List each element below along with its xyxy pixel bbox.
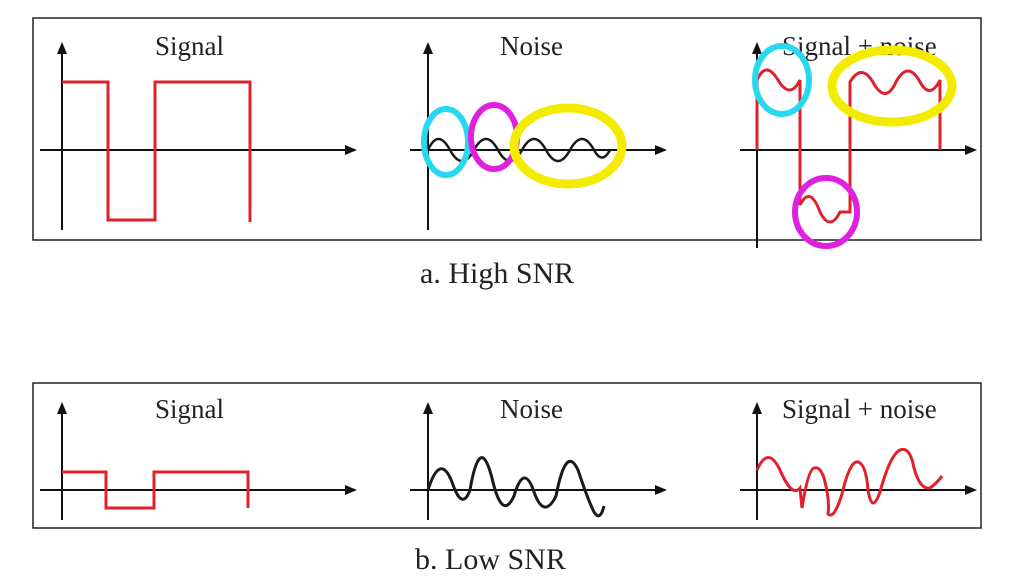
high-noise-cyan-circle	[421, 106, 471, 178]
high-combined-plot: Signal + noise	[740, 31, 977, 249]
high-combined-wave	[755, 68, 942, 224]
low-combined-plot: Signal + noise	[740, 394, 977, 520]
high-signal-wave	[62, 80, 252, 222]
low-snr-panel: Signal Noise Signal + noise	[32, 382, 982, 529]
high-combined-magenta-circle	[792, 175, 860, 249]
high-noise-wave	[426, 137, 612, 163]
low-noise-wave	[426, 456, 606, 518]
high-noise-yellow-circle	[509, 103, 627, 189]
high-combined-yellow-circle	[827, 45, 957, 127]
high-noise-plot: Noise	[410, 31, 667, 230]
low-snr-frame	[32, 382, 982, 529]
low-snr-caption: b. Low SNR	[415, 543, 566, 576]
high-snr-frame	[32, 17, 982, 241]
high-signal-plot: Signal	[40, 31, 357, 230]
low-signal-wave	[62, 470, 250, 510]
low-combined-title: Signal + noise	[782, 394, 937, 424]
low-combined-wave	[755, 447, 944, 517]
low-signal-plot: Signal	[40, 394, 357, 520]
low-noise-title: Noise	[500, 394, 563, 424]
high-noise-magenta-circle	[468, 102, 520, 172]
high-signal-title: Signal	[155, 31, 224, 61]
high-snr-panel: Signal Noise Signal + noise	[32, 17, 982, 249]
low-signal-title: Signal	[155, 394, 224, 424]
high-snr-caption: a. High SNR	[420, 257, 574, 290]
low-noise-plot: Noise	[410, 394, 667, 520]
high-combined-cyan-circle	[752, 43, 812, 117]
high-noise-title: Noise	[500, 31, 563, 61]
